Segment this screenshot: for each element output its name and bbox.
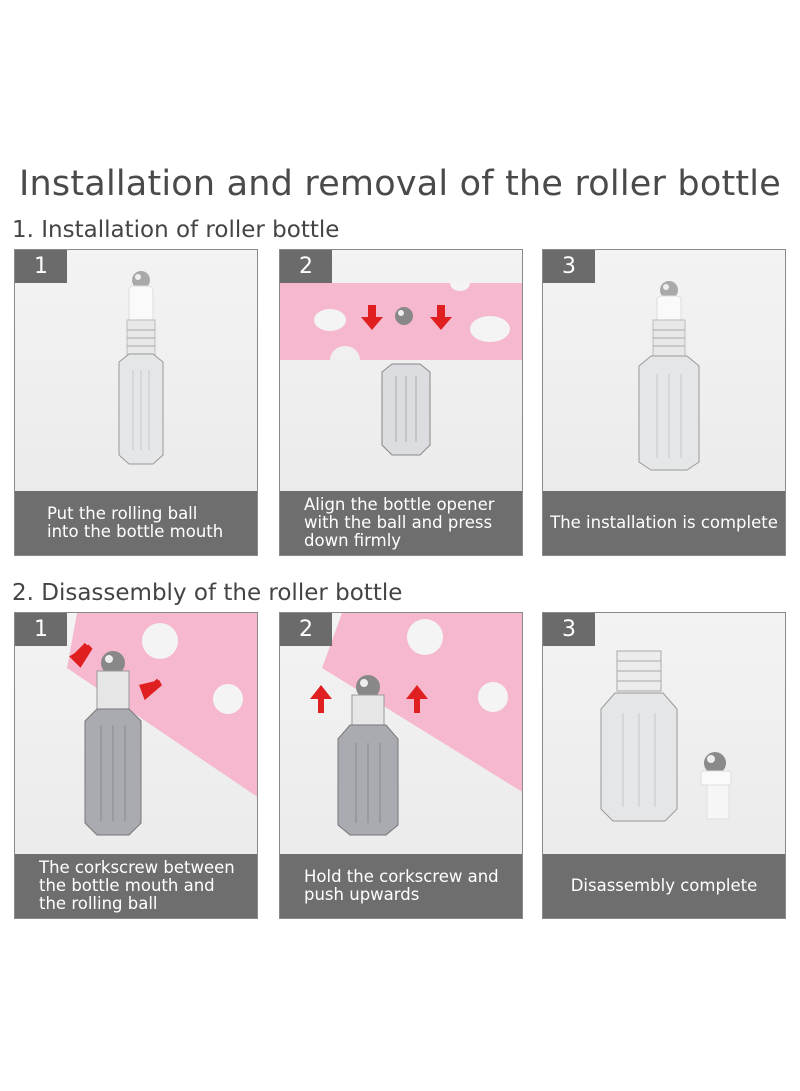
disassembly-step-3-panel: 3 Disassembly complete <box>542 612 786 919</box>
disassembly-step-2-panel: 2 Hold the corkscrew and push upwards <box>279 612 523 919</box>
step-photo <box>543 250 785 493</box>
assembled-roller-bottle-icon <box>638 281 700 471</box>
step-number-badge: 1 <box>15 250 67 283</box>
opener-under-ball-icon <box>67 613 257 836</box>
push-upwards-icon <box>310 613 522 836</box>
step-photo <box>15 250 257 493</box>
page-title: Installation and removal of the roller b… <box>19 164 781 204</box>
step-photo <box>280 250 522 493</box>
bottle-opener-press-icon <box>280 283 522 456</box>
install-step-2-panel: 2 Align the bottle opener with the ball … <box>279 249 523 556</box>
step-number-badge: 2 <box>280 250 332 283</box>
step-photo <box>543 613 785 856</box>
roller-bottle-with-ball-icon <box>118 271 164 465</box>
section-heading-disassembly: 2. Disassembly of the roller bottle <box>12 580 403 606</box>
install-step-1-panel: 1 Put the rolling ball into the bottle m… <box>14 249 258 556</box>
step-caption: Align the bottle opener with the ball an… <box>280 491 522 555</box>
section-heading-installation: 1. Installation of roller bottle <box>12 217 340 243</box>
install-step-3-panel: 3 The installation is complete <box>542 249 786 556</box>
step-number-badge: 1 <box>15 613 67 646</box>
step-number-badge: 3 <box>543 250 595 283</box>
step-photo <box>15 613 257 856</box>
step-caption: Hold the corkscrew and push upwards <box>280 854 522 918</box>
step-number-badge: 3 <box>543 613 595 646</box>
step-caption: The installation is complete <box>543 491 785 555</box>
step-caption: Disassembly complete <box>543 854 785 918</box>
step-number-badge: 2 <box>280 613 332 646</box>
separated-bottle-and-roller-icon <box>600 650 732 822</box>
disassembly-step-1-panel: 1 The corkscrew between the bottle mouth… <box>14 612 258 919</box>
step-photo <box>280 613 522 856</box>
step-caption: The corkscrew between the bottle mouth a… <box>15 854 257 918</box>
step-caption: Put the rolling ball into the bottle mou… <box>15 491 257 555</box>
